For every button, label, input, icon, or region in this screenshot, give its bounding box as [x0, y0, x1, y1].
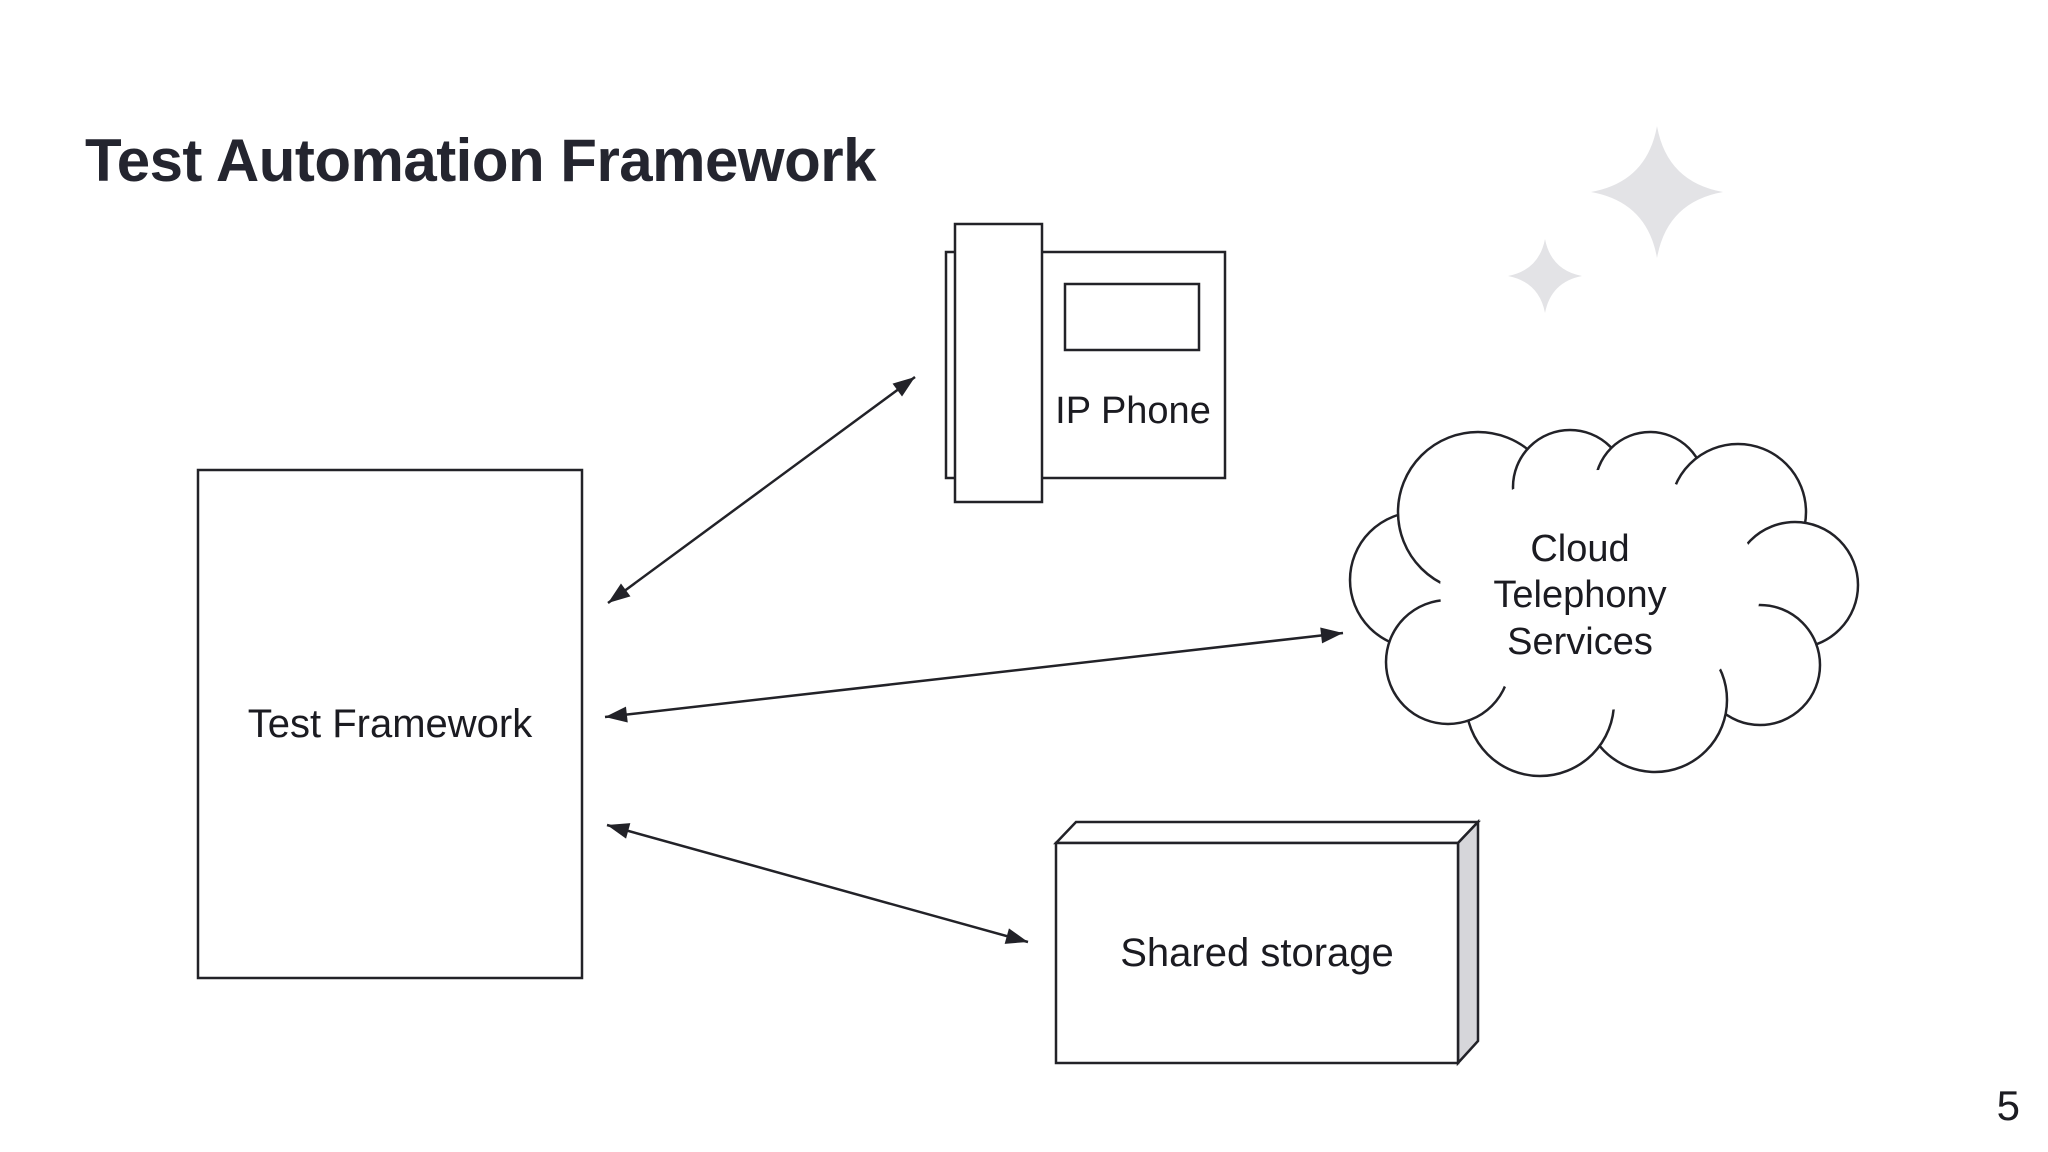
shared-storage-label: Shared storage	[1120, 931, 1394, 975]
storage-front-face	[1054, 841, 1460, 1065]
ip-phone-label: IP Phone	[1055, 390, 1211, 432]
arrow-test-framework-ip-phone	[607, 375, 916, 605]
cloud-shape	[1348, 428, 1860, 778]
test-framework-box	[196, 468, 584, 980]
phone-screen-rect	[1063, 282, 1201, 352]
storage-right-face	[1456, 818, 1480, 1067]
page-title: Test Automation Framework	[85, 127, 876, 194]
sparkle-icon	[1508, 126, 1723, 313]
ip-phone-shape	[944, 222, 1227, 504]
arrows	[604, 375, 1344, 944]
test-framework-label: Test Framework	[247, 701, 533, 746]
page-number: 5	[1996, 1082, 2020, 1129]
phone-handset-rect	[953, 222, 1044, 504]
storage-top-face	[1053, 820, 1481, 845]
arrow-test-framework-cloud	[604, 627, 1344, 723]
arrow-test-framework-storage	[606, 823, 1029, 944]
storage-box-shape	[1053, 818, 1481, 1067]
cloud-telephony-services-label: Cloud Telephony Services	[1493, 528, 1667, 663]
